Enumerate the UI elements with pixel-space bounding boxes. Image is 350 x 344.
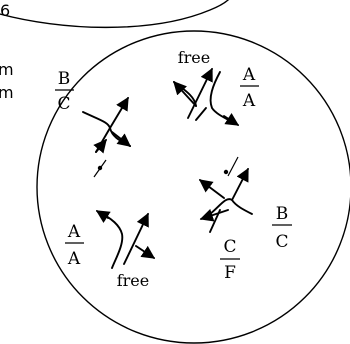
node-dot-top-left <box>97 165 103 171</box>
free-label-bottom-left: free <box>117 271 150 290</box>
arrow-top-right-2 <box>173 81 197 107</box>
arrow-top-right-1 <box>187 67 213 119</box>
arrow-top-left-3 <box>111 131 132 147</box>
main-circle <box>36 30 350 344</box>
arrow-bottom-left-3 <box>135 245 156 259</box>
arrow-top-right-4 <box>195 107 207 121</box>
left-partial-text-2: m <box>0 83 14 102</box>
arrow-bottom-right-4 <box>209 209 221 233</box>
group-bottom-left: A A free <box>65 210 156 290</box>
free-label-top-right: free <box>178 48 211 67</box>
background-circle-arc <box>0 0 230 29</box>
label-bottom-left-denominator: A <box>67 249 81 269</box>
left-partial-text-1: m <box>0 60 14 79</box>
group-top-left: B C <box>55 69 132 178</box>
curve-bottom-left-1 <box>97 211 124 269</box>
arrow-bottom-right-2 <box>198 179 225 199</box>
arrow-bottom-left-2 <box>123 212 149 265</box>
label-bottom-right-denominator: C <box>275 232 288 252</box>
label-bottom-right-numerator: B <box>276 204 289 224</box>
label-top-right-numerator: A <box>242 65 256 85</box>
arrow-top-right-3 <box>223 112 240 126</box>
label-top-right-denominator: A <box>242 91 256 111</box>
label-bottom-left-numerator: A <box>67 222 81 242</box>
arrow-bottom-left-1 <box>95 210 111 224</box>
node-dot-bottom-right <box>223 169 229 175</box>
curve-bottom-right <box>209 198 253 215</box>
top-partial-text: 6 <box>0 1 10 20</box>
arrow-top-left-1 <box>109 96 129 129</box>
group-bottom-right: B C C F <box>198 156 292 283</box>
arrow-bottom-right-3 <box>199 208 229 222</box>
arrow-top-left-4 <box>93 138 107 154</box>
label-bottom-right-extra-numerator: C <box>223 237 236 257</box>
arrow-bottom-right-1 <box>231 167 249 201</box>
group-top-right: free A A <box>173 48 259 126</box>
label-bottom-right-extra-denominator: F <box>224 263 236 283</box>
label-top-left-numerator: B <box>58 69 71 89</box>
label-top-left-denominator: C <box>57 94 70 114</box>
dashed-link-bottom-right <box>227 156 239 177</box>
